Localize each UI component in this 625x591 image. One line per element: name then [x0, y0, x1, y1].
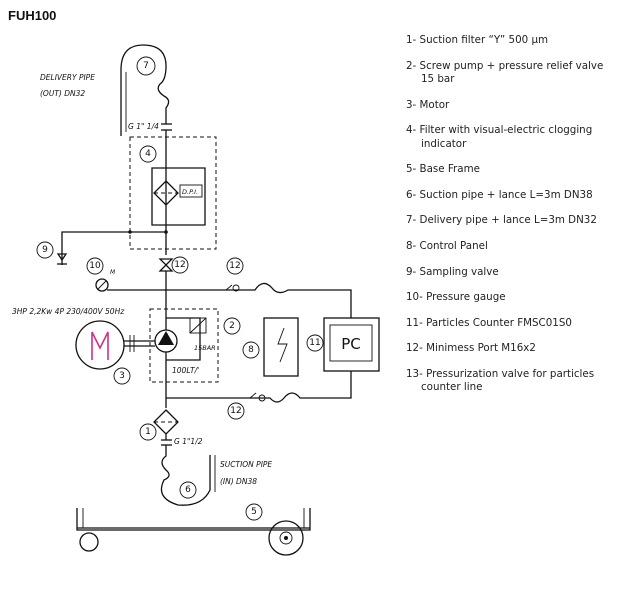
legend-text: 11- Particles Counter FMSC01S0: [406, 316, 572, 329]
legend-text: 5- Base Frame: [406, 163, 480, 176]
legend-text: 10- Pressure gauge: [406, 291, 506, 304]
callout-8: 8: [248, 345, 254, 355]
base-frame: 5: [76, 503, 311, 556]
sampling-valve: 9: [36, 231, 130, 265]
pressure-gauge: 10 M: [86, 257, 116, 292]
legend-item: 1- Suction filter “Y” 500 µm: [406, 34, 618, 47]
callout-2: 2: [229, 321, 235, 331]
gauge-label: M: [110, 269, 116, 276]
fitting-bottom-label: G 1"1/2: [174, 437, 203, 446]
delivery-pipe: 7 DELIVERY PIPE (OUT) DN32: [40, 44, 170, 136]
legend-text: 9- Sampling valve: [406, 265, 499, 278]
legend-text: 7- Delivery pipe + lance L=3m DN32: [406, 214, 597, 227]
suction-pipe: 6 SUCTION PIPE (IN) DN38: [160, 445, 272, 506]
particles-counter: PC 11 12: [166, 317, 380, 420]
legend-item: 2- Screw pump + pressure relief valve 15…: [406, 60, 618, 87]
motor: 3HP 2,2Kw 4P 230/400V 50Hz 3: [12, 307, 155, 385]
callout-9: 9: [42, 245, 48, 255]
legend-item: 12- Minimess Port M16x2: [406, 342, 618, 355]
legend-item: 3- Motor: [406, 99, 618, 112]
callout-12-top: 12: [229, 261, 240, 271]
relief-pressure-label: 15BAR: [194, 344, 216, 352]
legend-item: 8- Control Panel: [406, 240, 618, 253]
pump-flow-label: 100LT/': [172, 366, 199, 375]
dpi-label: D.P.I.: [182, 188, 198, 196]
page-title: FUH100: [8, 8, 57, 23]
delivery-pipe-label: DELIVERY PIPE: [40, 73, 95, 82]
legend-item: 7- Delivery pipe + lance L=3m DN32: [406, 214, 618, 227]
hydraulic-schematic: 7 DELIVERY PIPE (OUT) DN32 G 1" 1/4 4 D.…: [12, 44, 380, 556]
control-panel: 8: [242, 317, 299, 377]
pressurization-valve: 12 12: [107, 256, 352, 318]
suction-filter: 1 G 1"1/2: [139, 409, 203, 446]
legend-item: 4- Filter with visual-electric clogging …: [406, 124, 618, 151]
filter-assembly: 4 D.P.I.: [128, 136, 217, 250]
legend-text: 4- Filter with visual-electric clogging …: [406, 124, 593, 150]
top-fitting: G 1" 1/4: [128, 122, 172, 255]
legend-text: 6- Suction pipe + lance L=3m DN38: [406, 188, 593, 201]
delivery-pipe-size: (OUT) DN32: [40, 89, 85, 98]
callout-1: 1: [145, 427, 151, 437]
pc-label: PC: [341, 335, 361, 353]
motor-spec-label: 3HP 2,2Kw 4P 230/400V 50Hz: [12, 307, 125, 316]
callout-3: 3: [119, 371, 125, 381]
callout-7: 7: [143, 61, 149, 71]
legend-item: 6- Suction pipe + lance L=3m DN38: [406, 189, 618, 202]
fitting-top-label: G 1" 1/4: [128, 122, 159, 131]
suction-pipe-size: (IN) DN38: [220, 477, 257, 486]
component-legend: 1- Suction filter “Y” 500 µm 2- Screw pu…: [406, 34, 618, 407]
legend-text: 1- Suction filter “Y” 500 µm: [406, 34, 549, 46]
motor-symbol: [91, 331, 109, 360]
legend-text: 12- Minimess Port M16x2: [406, 342, 536, 355]
legend-text: 13- Pressurization valve for particles c…: [406, 367, 595, 394]
callout-12-bottom: 12: [230, 406, 241, 416]
legend-text: 8- Control Panel: [406, 239, 488, 252]
callout-6: 6: [185, 485, 191, 495]
legend-item: 10- Pressure gauge: [406, 291, 618, 304]
legend-text: 2- Screw pump + pressure relief valve 15…: [406, 59, 604, 85]
callout-5: 5: [251, 507, 257, 517]
legend-item: 11- Particles Counter FMSC01S0: [406, 317, 618, 330]
callout-13: 12: [174, 260, 185, 270]
callout-11: 11: [309, 338, 320, 348]
legend-item: 13- Pressurization valve for particles c…: [406, 368, 618, 395]
legend-item: 9- Sampling valve: [406, 266, 618, 279]
callout-4: 4: [145, 149, 151, 159]
suction-pipe-label: SUCTION PIPE: [220, 460, 272, 469]
legend-text: 3- Motor: [406, 98, 450, 111]
callout-10: 10: [89, 261, 101, 271]
pump-assembly: 2 15BAR 100LT/': [149, 290, 241, 408]
legend-item: 5- Base Frame: [406, 163, 618, 176]
